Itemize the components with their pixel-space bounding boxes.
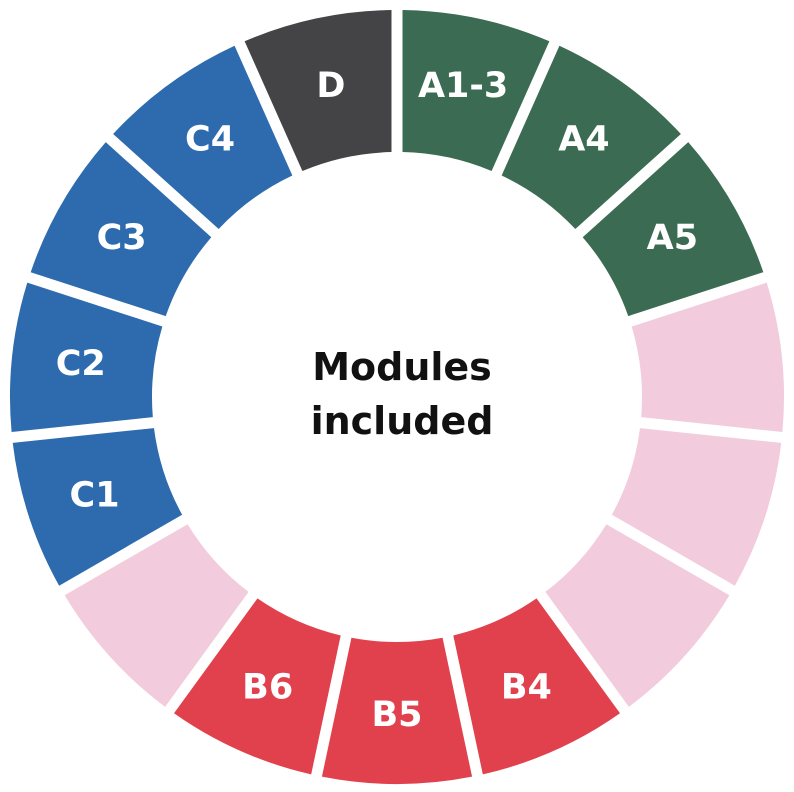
segment-empty-3 — [631, 282, 785, 432]
segment-label-a4: A4 — [558, 120, 609, 160]
segment-a1-3 — [402, 10, 550, 172]
segment-c4 — [113, 45, 293, 230]
segment-b6 — [174, 598, 341, 775]
segment-b4 — [453, 598, 620, 775]
segment-empty-4 — [611, 428, 782, 586]
segment-empty-9 — [64, 524, 249, 707]
segment-label-c2: C2 — [56, 344, 106, 384]
segment-label-a1-3: A1-3 — [418, 66, 508, 106]
segment-label-c4: C4 — [185, 120, 235, 160]
segment-label-b6: B6 — [242, 668, 293, 708]
center-title: Modules included — [247, 340, 557, 448]
segment-label-c3: C3 — [97, 218, 147, 258]
segment-label-b5: B5 — [371, 695, 422, 735]
center-title-line-2: included — [310, 399, 494, 443]
segment-label-a5: A5 — [647, 218, 698, 258]
segment-b5 — [321, 637, 473, 785]
segment-c2 — [9, 282, 163, 432]
center-title-line-1: Modules — [312, 345, 492, 389]
segment-label-d: D — [316, 66, 345, 106]
segment-a5 — [582, 142, 764, 317]
segment-d — [244, 10, 392, 172]
segment-label-c1: C1 — [70, 475, 120, 515]
segments-layer — [9, 10, 785, 785]
segment-a4 — [501, 45, 681, 230]
segment-label-b4: B4 — [501, 668, 552, 708]
segment-c1 — [12, 428, 183, 586]
segment-c3 — [30, 142, 212, 317]
segment-empty-5 — [545, 524, 730, 707]
